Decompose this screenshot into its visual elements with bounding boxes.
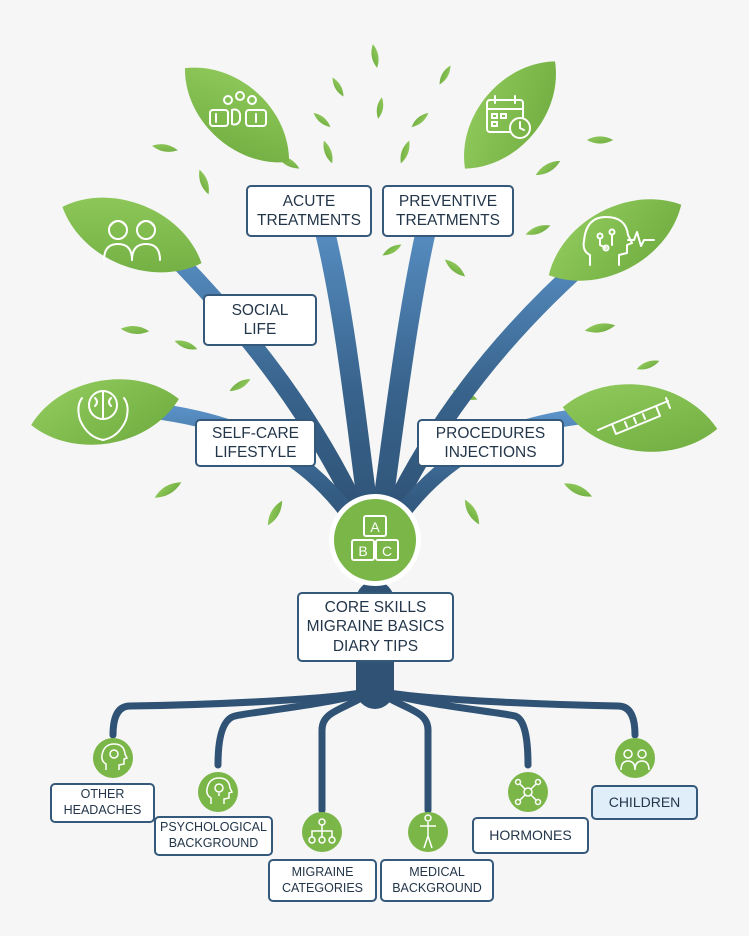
label-line: CHILDREN (608, 793, 681, 810)
label-line: DIARY TIPS (332, 637, 419, 655)
leaf-preventive (464, 61, 556, 169)
label-line: LIFE (243, 321, 277, 338)
block-letter-b: B (358, 543, 367, 559)
human-body-icon (420, 814, 436, 849)
label-other-headaches: OTHER HEADACHES (50, 783, 155, 823)
label-line: MIGRAINE BASICS (306, 618, 445, 636)
block-letter-c: C (382, 543, 392, 559)
leaf-acute (184, 67, 290, 163)
label-line: INJECTIONS (444, 444, 537, 461)
label-line: PREVENTIVE (398, 192, 498, 210)
label-acute-treatments: ACUTE TREATMENTS (246, 185, 372, 237)
label-line: PROCEDURES (435, 424, 546, 442)
leaf-injection (562, 384, 718, 452)
pills-icon (209, 91, 267, 127)
label-line: MEDICAL (409, 864, 465, 879)
label-line: ACUTE (282, 192, 336, 210)
label-line: SELF-CARE (212, 424, 299, 442)
label-line: CATEGORIES (281, 880, 364, 895)
label-line: TREATMENTS (396, 212, 500, 229)
leaf-procedures (548, 199, 682, 281)
root-icon-other (93, 738, 133, 778)
root-icon-categories (302, 812, 342, 852)
label-line: CORE SKILLS (324, 598, 427, 616)
people-icon (103, 220, 161, 261)
label-line: BACKGROUND (168, 836, 259, 850)
label-line: TREATMENTS (257, 212, 361, 229)
label-medical-background: MEDICAL BACKGROUND (380, 859, 494, 902)
leaf-social (62, 197, 202, 273)
label-core-skills: CORE SKILLS MIGRAINE BASICS DIARY TIPS (297, 592, 454, 662)
root-icon-psych (198, 772, 238, 812)
label-social-life: SOCIAL LIFE (203, 294, 317, 346)
block-letter-a: A (370, 519, 380, 535)
head-circuit-icon (582, 216, 655, 266)
head-brain-icon (101, 743, 129, 770)
calendar-clock-icon (486, 95, 531, 139)
label-line: OTHER (80, 787, 125, 802)
syringe-icon (597, 397, 671, 435)
label-line: PSYCHOLOGICAL (160, 820, 267, 835)
label-line: BACKGROUND (392, 880, 482, 895)
root-icon-medical (408, 812, 448, 852)
leaf-selfcare (31, 379, 179, 445)
abc-blocks-icon (351, 515, 399, 561)
label-line: HORMONES (489, 826, 572, 843)
label-hormones: HORMONES (472, 817, 589, 854)
center-node: A B C (329, 494, 421, 586)
molecule-icon (514, 778, 542, 806)
label-migraine-categories: MIGRAINE CATEGORIES (268, 859, 377, 902)
label-line: MIGRAINE (291, 864, 354, 879)
label-psychological-background: PSYCHOLOGICAL BACKGROUND (154, 816, 273, 856)
label-selfcare-lifestyle: SELF-CARE LIFESTYLE (195, 419, 316, 467)
label-line: LIFESTYLE (214, 444, 297, 461)
root-icon-children (615, 738, 655, 778)
hierarchy-icon (308, 818, 336, 844)
brain-hands-icon (77, 390, 129, 441)
label-line: SOCIAL (231, 301, 289, 319)
label-procedures-injections: PROCEDURES INJECTIONS (417, 419, 564, 467)
label-preventive-treatments: PREVENTIVE TREATMENTS (382, 185, 514, 237)
label-line: HEADACHES (63, 803, 142, 817)
root-icon-hormones (508, 772, 548, 812)
children-icon (620, 749, 650, 771)
head-bulb-icon (206, 777, 234, 804)
label-children: CHILDREN (591, 785, 698, 820)
